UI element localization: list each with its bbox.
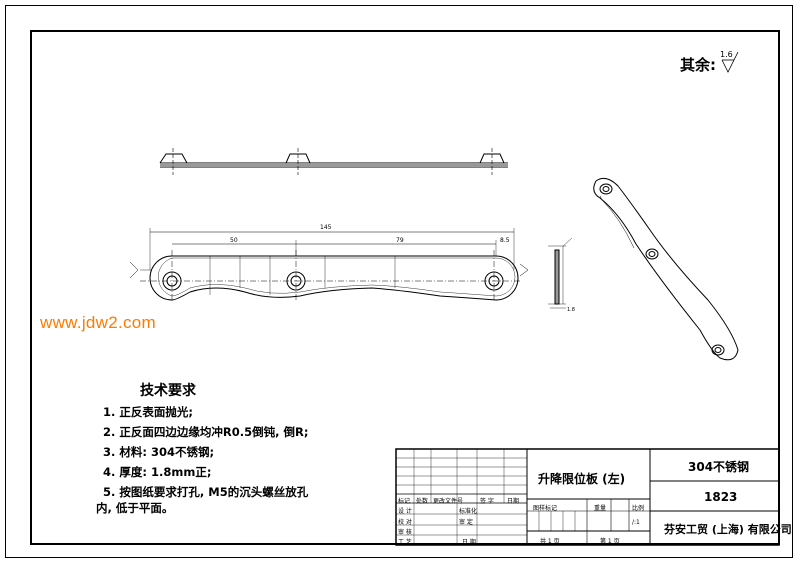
dim-thickness: 1.8 [567, 307, 575, 313]
watermark: www.jdw2.com [40, 313, 157, 332]
sheet-number: 第 1 页 [600, 538, 620, 545]
design-label: 设 计 [398, 508, 412, 515]
requirement-item: 2. 正反面四边边缘均冲R0.5倒钝, 倒R; [103, 425, 309, 439]
front-view [129, 228, 529, 301]
title-block-grid [395, 448, 780, 546]
check-label: 校 对 [398, 519, 412, 526]
top-view [159, 148, 508, 175]
surface-finish-symbol [721, 51, 739, 73]
requirement-item: 5. 按图纸要求打孔, M5的沉头螺丝放孔 [103, 485, 309, 499]
requirement-item: 内, 低于平面。 [96, 501, 174, 515]
surface-label: 其余: [680, 56, 716, 74]
audit-label: 审 核 [398, 529, 412, 536]
dim-d2: 79 [396, 237, 404, 244]
requirement-item: 3. 材料: 304不锈钢; [103, 445, 215, 459]
drawing-number: 1823 [704, 490, 738, 504]
process-label: 工 艺 [398, 539, 412, 546]
review-label: 审 定 [459, 519, 473, 526]
outer-border [5, 5, 793, 558]
date-label: 日 期 [462, 539, 476, 546]
requirements-title: 技术要求 [140, 383, 196, 399]
company-name: 芬安工贸 (上海) 有限公司 [664, 523, 792, 536]
dim-d1: 50 [230, 237, 238, 244]
header-date: 日期 [507, 498, 520, 505]
requirement-item: 1. 正反表面抛光; [103, 405, 193, 419]
standard-label: 标准化 [459, 508, 478, 515]
stage-label: 图样标记 [533, 505, 558, 512]
weight-label: 重量 [594, 505, 607, 512]
scale-value: /:1 [632, 519, 640, 526]
header-doc: 更改文件号 [433, 498, 464, 505]
scale-label: 比例 [632, 505, 645, 512]
header-count: 处数 [416, 498, 429, 505]
isometric-view [593, 177, 739, 361]
side-view [548, 237, 573, 309]
drawing-frame [30, 30, 780, 545]
total-sheets: 共 1 页 [540, 538, 560, 545]
surface-value: 1.6 [720, 50, 733, 59]
requirement-item: 4. 厚度: 1.8mm正; [103, 465, 212, 479]
header-mark: 标记 [398, 498, 411, 505]
dim-overall: 145 [320, 224, 332, 231]
part-name: 升降限位板 (左) [538, 472, 626, 486]
dim-d3: 8.5 [500, 237, 510, 244]
material: 304不锈钢 [688, 460, 750, 474]
header-sign: 签 字 [480, 498, 494, 505]
